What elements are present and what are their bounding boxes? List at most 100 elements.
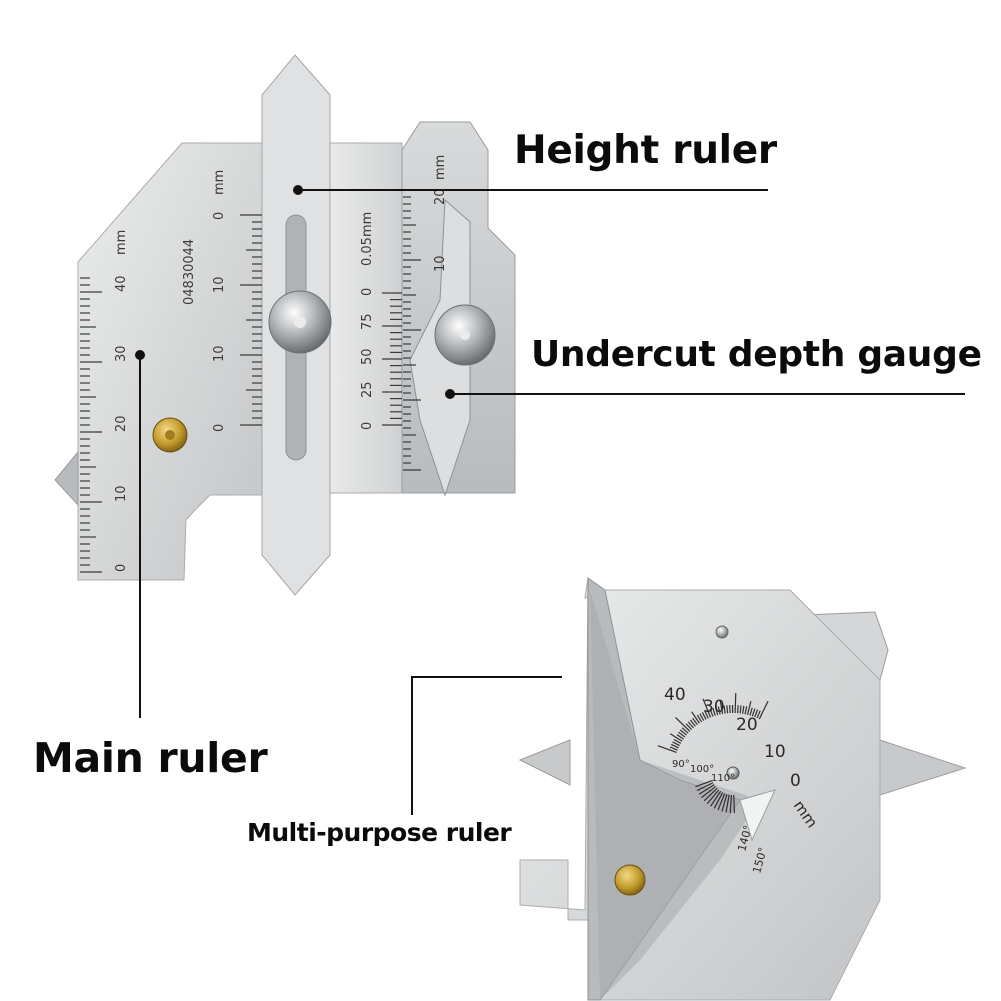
- angle-tick: [701, 786, 717, 799]
- top-gauge: mm 40 30 20 10 0 04830044 mm 0 10 10 0 0…: [54, 54, 516, 596]
- height-scale-0a: 0: [212, 212, 227, 220]
- undercut-gauge-label: Undercut depth gauge: [531, 334, 982, 375]
- arc-tick: [679, 729, 687, 736]
- main-ruler-ticks: [80, 277, 102, 573]
- height-unit: mm: [212, 170, 227, 195]
- multi-purpose-ruler-label: Multi-purpose ruler: [247, 818, 512, 847]
- angle-tick: [703, 787, 718, 802]
- arc-tick: [685, 723, 693, 730]
- undercut-unit: mm: [433, 155, 448, 180]
- angle-tick: [698, 784, 715, 795]
- arc-tick: [687, 721, 694, 729]
- arc-tick: [699, 713, 705, 721]
- angle-tick: [721, 793, 728, 812]
- arc-tick: [691, 711, 700, 724]
- vernier-scale-25: 25: [360, 381, 375, 398]
- undercut-scale-20: 20: [433, 188, 448, 205]
- undercut-ticks: [403, 189, 421, 471]
- arc-tick: [675, 716, 691, 732]
- arc-tick: [734, 693, 737, 714]
- arc-tick: [678, 731, 686, 738]
- arc-tick: [657, 745, 677, 754]
- arc-tick: [673, 738, 682, 744]
- bottom-gauge: 40 30 20 10 0 mm 90° 100° 110° 140° 150°: [518, 577, 967, 1001]
- arc-tick: [692, 717, 698, 726]
- main-scale-0: 0: [114, 564, 129, 572]
- arc-tick: [669, 746, 678, 751]
- angle-90: 90°: [672, 759, 690, 770]
- vernier-scale-0a: 0: [360, 288, 375, 296]
- arc-scale-30: 30: [703, 697, 725, 717]
- angle-tick: [733, 794, 735, 813]
- main-scale-20: 20: [114, 415, 129, 432]
- arc-scale-10: 10: [764, 742, 786, 762]
- arc-tick: [672, 741, 680, 747]
- arc-pivot: [726, 766, 740, 780]
- bottom-right-tab: [879, 739, 967, 796]
- arc-tick: [696, 714, 703, 723]
- arc-tick: [676, 734, 684, 740]
- arc-tick: [746, 701, 752, 715]
- vernier-scale-0b: 0: [360, 422, 375, 430]
- callout-lines: [135, 185, 965, 815]
- arc-tick: [737, 705, 739, 714]
- arc-tick: [758, 700, 769, 720]
- arc-tick: [671, 743, 679, 749]
- arc-tick: [712, 707, 716, 716]
- arc-tick: [742, 705, 745, 714]
- height-scale-10a: 10: [212, 276, 227, 293]
- arc-tick: [749, 707, 753, 716]
- angle-tick: [717, 793, 726, 811]
- arc-tick: [717, 706, 721, 715]
- multi-ruler-line: [411, 676, 562, 815]
- undercut-scale-10: 10: [433, 255, 448, 272]
- multi-purpose-pointer: [590, 590, 760, 1000]
- angle-tick: [706, 789, 720, 805]
- height-scale-0b: 0: [212, 424, 227, 432]
- arc-scale-0: 0: [790, 771, 801, 791]
- arc-tick: [756, 710, 761, 719]
- arc-tick: [689, 719, 696, 727]
- arc-tick: [723, 705, 726, 714]
- main-unit: mm: [114, 230, 129, 255]
- main-scale-30: 30: [114, 345, 129, 362]
- arc-tick: [702, 698, 712, 718]
- height-ruler-ticks: [240, 214, 262, 426]
- arc-scale-20: 20: [736, 715, 758, 735]
- arc-tick: [709, 708, 714, 717]
- arc-mm-scale: [657, 693, 769, 754]
- multi-purpose-tip: [739, 789, 776, 842]
- arc-tick: [701, 712, 707, 720]
- angle-tick: [695, 779, 713, 788]
- height-ruler-dot: [293, 185, 303, 195]
- angle-tick: [729, 794, 733, 813]
- vernier-plate: [329, 142, 403, 494]
- angle-110: 110°: [711, 773, 735, 784]
- main-ruler-dot: [135, 350, 145, 360]
- angle-tick: [713, 792, 724, 809]
- arc-tick: [681, 727, 689, 734]
- main-ruler-tab: [54, 450, 79, 507]
- vernier-scale-50: 50: [360, 348, 375, 365]
- undercut-dot: [445, 389, 455, 399]
- bottom-brass-rivet: [614, 864, 646, 896]
- bottom-left-tab: [518, 739, 571, 786]
- vernier-ticks: [382, 292, 402, 426]
- arc-tick: [669, 733, 683, 742]
- arc-tick: [739, 705, 742, 714]
- angle-100: 100°: [690, 764, 714, 775]
- arc-tick: [726, 705, 729, 714]
- angle-tick: [725, 794, 730, 813]
- vernier-unit: 0.05mm: [360, 212, 375, 266]
- serial-number: 04830044: [182, 239, 197, 305]
- arc-tick: [704, 710, 709, 719]
- main-scale-10: 10: [114, 485, 129, 502]
- main-scale-40: 40: [114, 275, 129, 292]
- main-ruler-label: Main ruler: [33, 734, 268, 782]
- arc-tick: [751, 708, 756, 717]
- arc-tick: [744, 706, 748, 715]
- height-ruler-label: Height ruler: [514, 128, 777, 173]
- bottom-screw: [715, 625, 729, 639]
- arc-tick: [715, 707, 719, 716]
